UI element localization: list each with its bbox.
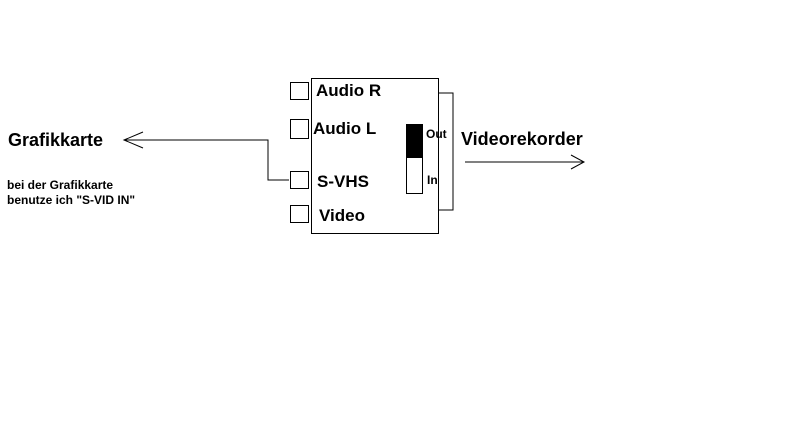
out-in-switch: [406, 124, 423, 194]
port-video: [290, 205, 309, 223]
port-audio-l: [290, 119, 309, 139]
switch-label-out: Out: [426, 127, 447, 141]
port-label-audio-l: Audio L: [313, 119, 377, 138]
port-label-svhs: S-VHS: [317, 172, 369, 191]
port-label-audio-r: Audio R: [316, 81, 382, 100]
grafikkarte-note-line2: benutze ich "S-VID IN": [7, 193, 136, 207]
videorekorder-label: Videorekorder: [461, 129, 583, 149]
switch-label-in: In: [427, 173, 438, 187]
grafikkarte-note-line1: bei der Grafikkarte: [7, 178, 114, 192]
port-svhs: [290, 171, 309, 189]
device-box: [311, 78, 439, 234]
right-arrowhead: [570, 154, 586, 170]
port-audio-r: [290, 82, 309, 100]
svhs-to-grafikkarte-line: [124, 139, 289, 181]
switch-knob: [407, 125, 422, 158]
grafikkarte-label: Grafikkarte: [8, 130, 104, 150]
left-arrowhead: [122, 131, 144, 149]
output-bracket: [438, 92, 454, 211]
port-label-video: Video: [319, 206, 365, 225]
